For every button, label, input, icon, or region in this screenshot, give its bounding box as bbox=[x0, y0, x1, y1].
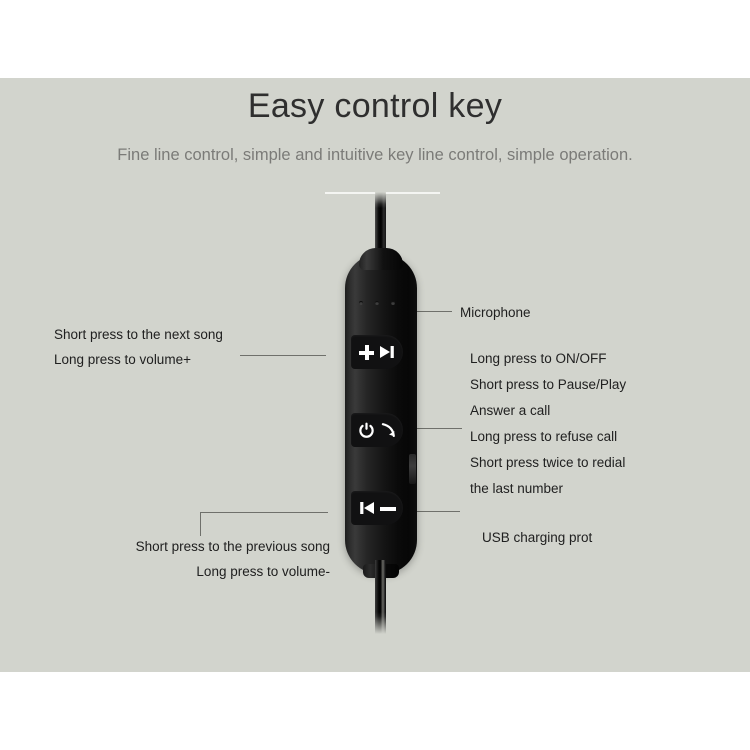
annotation-previous-song: Short press to the previous song Long pr… bbox=[86, 534, 330, 584]
leader-line-previous-song-vertical bbox=[200, 512, 201, 536]
annotation-power-line6: the last number bbox=[470, 481, 564, 496]
annotation-power-call: Long press to ON/OFF Short press to Paus… bbox=[470, 346, 626, 502]
annotation-power-line5: Short press twice to redial bbox=[470, 455, 626, 470]
cable-collar-top bbox=[359, 248, 403, 270]
annotation-usb-charging-port: USB charging prot bbox=[482, 530, 593, 545]
annotation-next-song: Short press to the next song Long press … bbox=[54, 322, 223, 372]
next-track-icon bbox=[380, 346, 394, 358]
leader-line-microphone bbox=[404, 311, 452, 312]
annotation-microphone: Microphone bbox=[460, 305, 531, 320]
power-icon bbox=[358, 422, 374, 438]
annotation-next-song-line1: Short press to the next song bbox=[54, 327, 223, 342]
plus-icon bbox=[359, 344, 374, 360]
volume-down-previous-track-button[interactable] bbox=[351, 491, 403, 525]
call-answer-icon bbox=[381, 422, 395, 437]
annotation-previous-song-line2: Long press to volume- bbox=[196, 564, 330, 579]
microphone-dots bbox=[359, 300, 395, 306]
leader-line-previous-song-horizontal bbox=[200, 512, 328, 513]
page-title: Easy control key bbox=[247, 87, 503, 125]
annotation-power-line2: Short press to Pause/Play bbox=[470, 377, 627, 392]
microphone-dot bbox=[359, 301, 363, 305]
page-subtitle: Fine line control, simple and intuitive … bbox=[117, 146, 633, 164]
leader-line-usb bbox=[400, 511, 460, 512]
volume-up-next-track-button[interactable] bbox=[351, 335, 403, 369]
annotation-next-song-line2: Long press to volume+ bbox=[54, 352, 191, 367]
annotation-power-line1: Long press to ON/OFF bbox=[470, 351, 607, 366]
earphone-remote-illustration bbox=[325, 192, 437, 634]
leader-line-next-song bbox=[240, 355, 326, 356]
annotation-power-line4: Long press to refuse call bbox=[470, 429, 618, 444]
power-call-button[interactable] bbox=[351, 413, 403, 447]
usb-charging-port bbox=[409, 454, 416, 484]
minus-icon bbox=[380, 501, 396, 516]
microphone-dot bbox=[391, 301, 395, 305]
audio-cable-lower bbox=[375, 560, 386, 634]
previous-track-icon bbox=[360, 502, 374, 514]
audio-cable-upper bbox=[375, 192, 386, 264]
microphone-dot bbox=[375, 301, 379, 305]
annotation-previous-song-line1: Short press to the previous song bbox=[135, 539, 330, 554]
leader-line-power bbox=[392, 428, 462, 429]
annotation-power-line3: Answer a call bbox=[470, 403, 551, 418]
